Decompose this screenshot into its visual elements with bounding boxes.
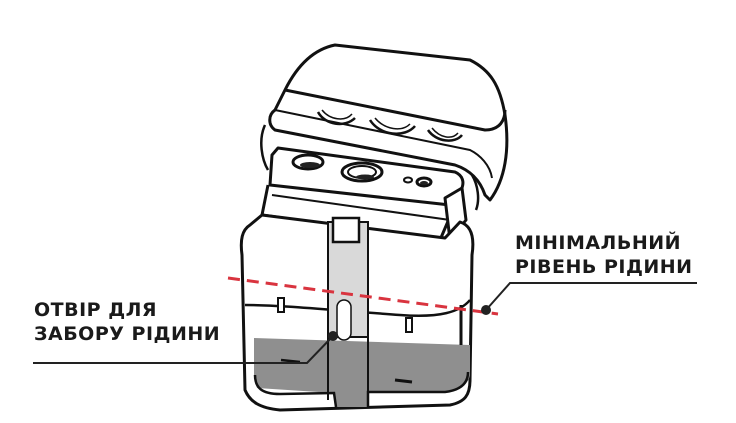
min-level-marker: [481, 305, 491, 315]
pod-lid: [260, 43, 509, 211]
min-level-leader: [485, 282, 697, 311]
min-level-line2: РІВЕНЬ РІДИНИ: [515, 256, 693, 278]
intake-hole-leader: [33, 335, 334, 364]
intake-hole-marker: [328, 331, 338, 341]
lid-seals: [316, 109, 463, 142]
intake-hole-line1: ОТВІР ДЛЯ: [34, 299, 158, 321]
intake-hole-line2: ЗАБОРУ РІДИНИ: [34, 323, 221, 345]
pod-base: [253, 358, 470, 408]
liquid-intake-hole-label: ОТВІР ДЛЯ ЗАБОРУ РІДИНИ: [34, 298, 220, 346]
liquid-level-fill: [254, 338, 470, 407]
liquid-window: [327, 216, 369, 400]
pod-top: [260, 146, 468, 242]
min-level-line1: МІНІМАЛЬНИЙ: [515, 232, 682, 254]
min-level-line: [227, 276, 499, 316]
min-liquid-level-label: МІНІМАЛЬНИЙ РІВЕНЬ РІДИНИ: [515, 231, 693, 279]
side-notches: [277, 297, 463, 345]
